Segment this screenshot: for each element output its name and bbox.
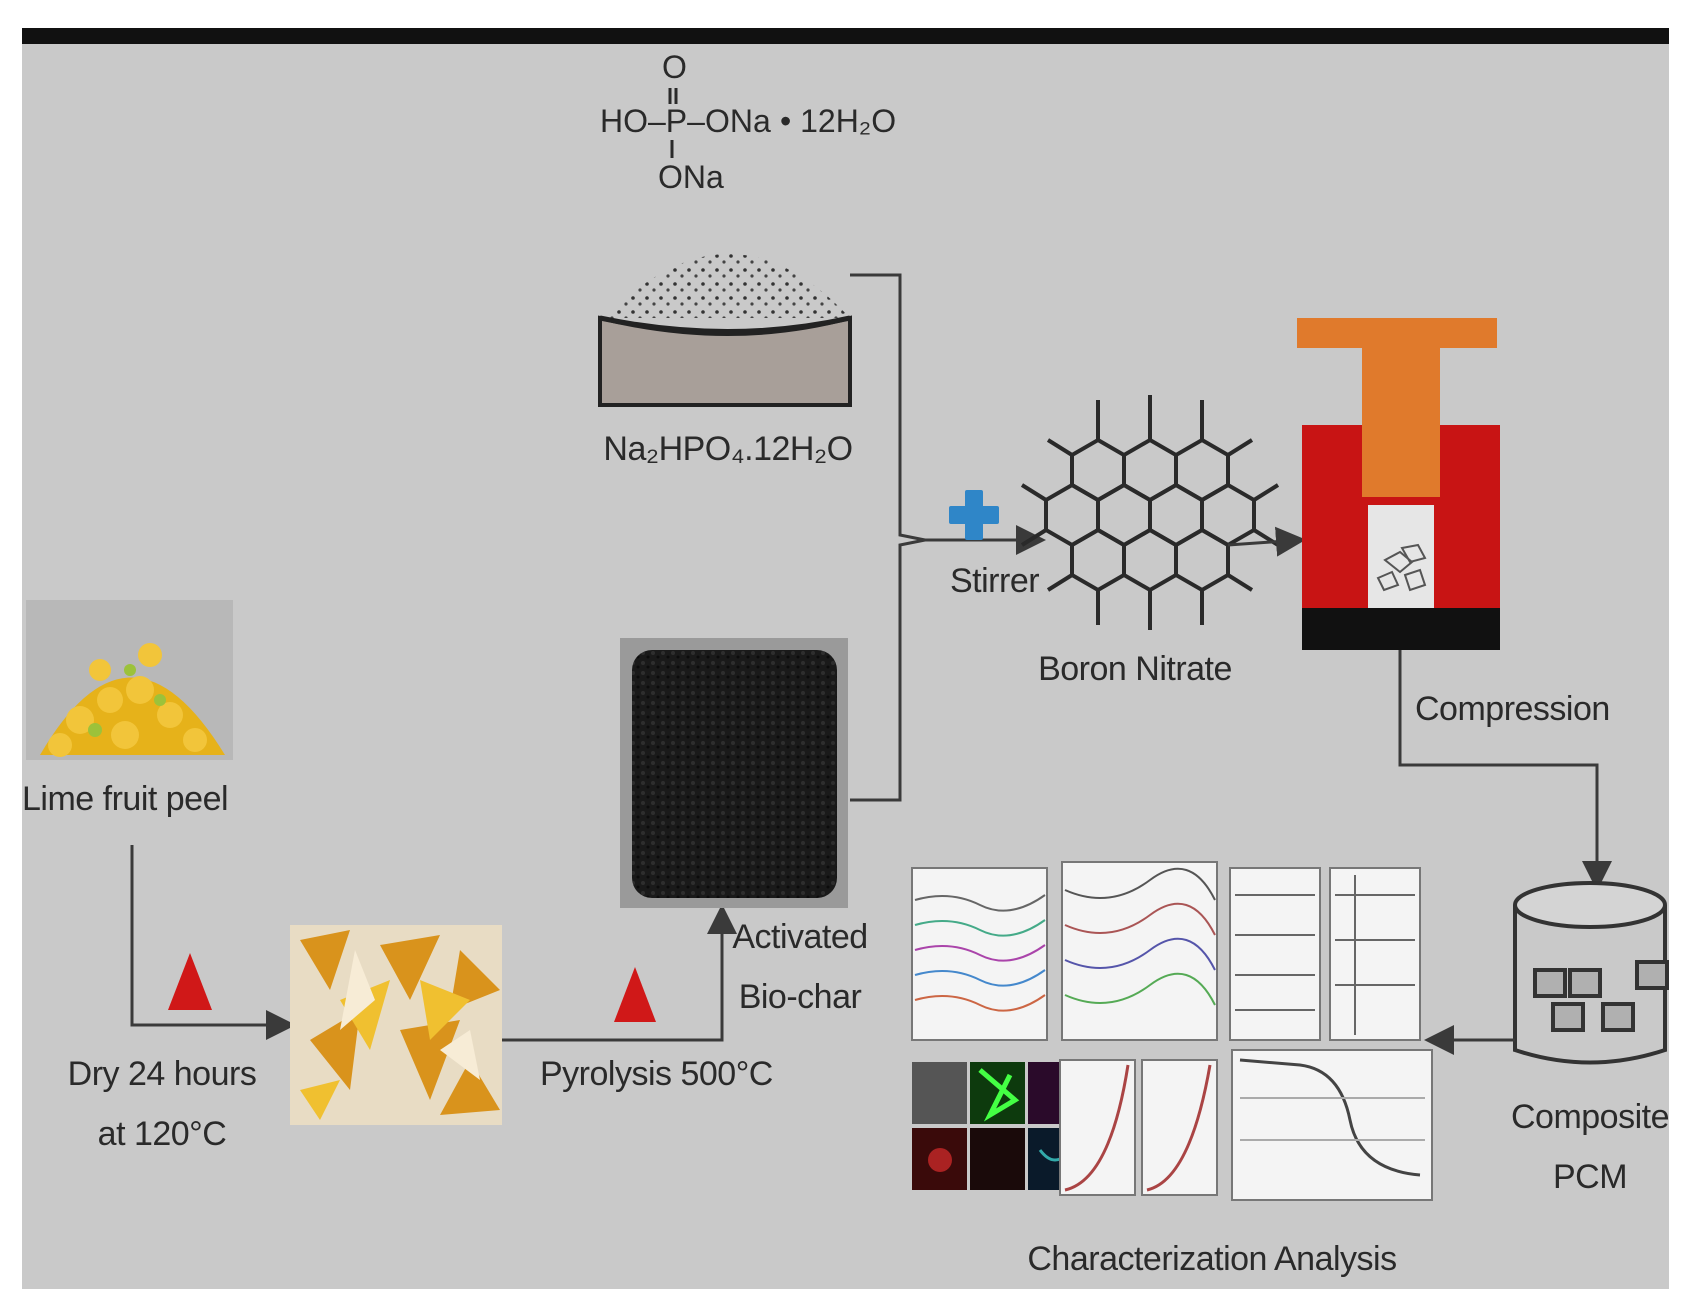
structural-formula: O HO–P–ONa • 12H₂O ONa [600,49,896,195]
label-dry-line2: at 120°C [97,1115,227,1153]
top-border-bar [22,28,1669,44]
composite-pcm-icon [1513,881,1669,1065]
heat-triangle-icon [614,967,656,1022]
label-pyrolysis: Pyrolysis 500°C [540,1055,773,1093]
label-compression: Compression [1415,690,1610,728]
heat-triangle-icon [168,953,212,1010]
salt-dish-icon [598,254,852,407]
plus-icon [949,490,999,540]
label-activated-line2: Bio-char [738,978,862,1016]
arrow-compression [1398,650,1612,891]
label-stirrer: Stirrer [950,562,1040,600]
dried-peel-photo [290,925,502,1125]
label-composite-line1: Composite [1510,1098,1670,1136]
label-composite-line2: PCM [1552,1158,1628,1196]
connector-salt [850,273,926,542]
label-lime-fruit-peel: Lime fruit peel [22,780,229,818]
compression-press-icon [1297,318,1500,650]
label-characterization: Characterization Analysis [1027,1240,1397,1278]
label-dry-line1: Dry 24 hours [67,1055,257,1093]
label-boron-nitrate: Boron Nitrate [1038,650,1232,688]
label-activated-line1: Activated [732,918,868,956]
lime-peel-photo [26,600,233,760]
formula-bottom-ona: ONa [658,159,724,195]
arrow-to-press [1227,526,1306,557]
label-salt-formula: Na₂HPO₄.12H₂O [603,430,853,468]
formula-hydrate: • 12H₂O [780,103,896,139]
activated-biochar-photo [620,638,848,908]
arrow-pyrolysis [502,904,737,1042]
formula-top-o: O [662,49,687,85]
arrow-drying [130,845,296,1040]
characterization-panels [911,861,1433,1201]
formula-main: HO–P–ONa [600,103,771,139]
connector-biochar [850,538,926,802]
boron-lattice-icon [1020,395,1280,630]
